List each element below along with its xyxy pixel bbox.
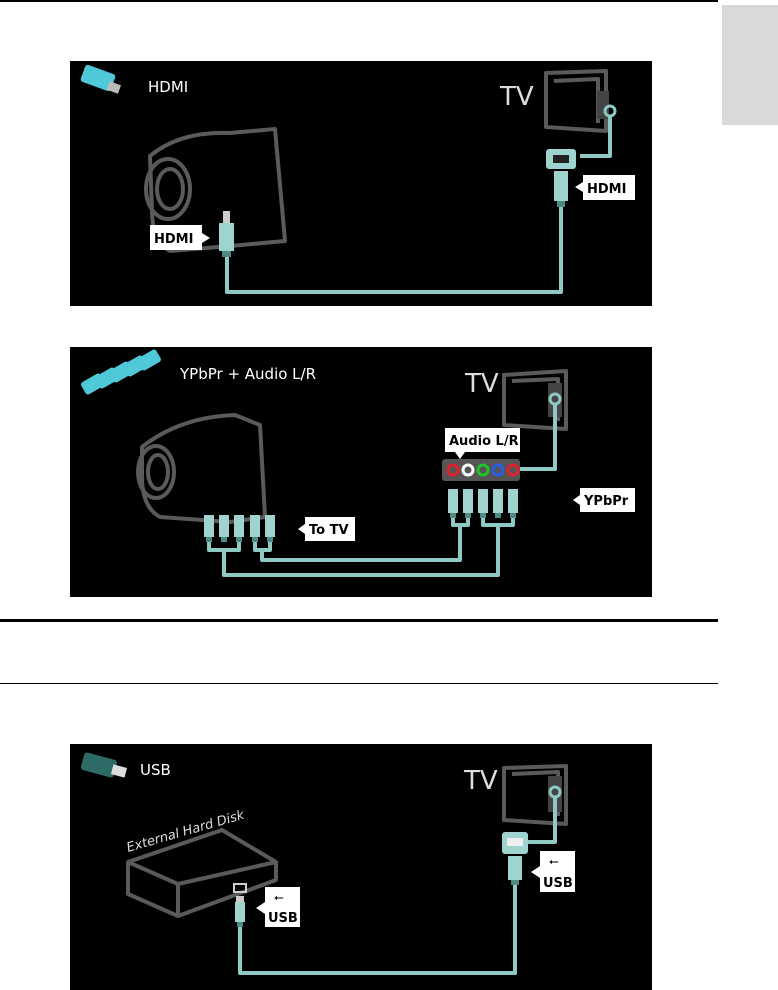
camcorder-rca-plugs bbox=[204, 515, 275, 542]
disk-usb-plug bbox=[235, 896, 245, 927]
tv-icon bbox=[502, 764, 568, 826]
tv-usb-port bbox=[502, 832, 528, 885]
tv-rca-plugs bbox=[448, 489, 518, 518]
tv-icon bbox=[544, 69, 617, 133]
tv-av-jacks bbox=[446, 463, 520, 477]
tv-port-callout bbox=[575, 175, 635, 200]
tv-port-label: HDMI bbox=[587, 182, 626, 197]
av-jack bbox=[476, 463, 490, 477]
av-jack bbox=[461, 463, 475, 477]
tv-label: TV bbox=[464, 369, 499, 399]
tv-usb-callout bbox=[531, 851, 575, 892]
av-jack bbox=[506, 463, 520, 477]
subsection-rule bbox=[0, 683, 718, 684]
external-hard-disk-icon bbox=[126, 828, 278, 918]
usb-stick-icon bbox=[80, 752, 128, 778]
ypbpr-callout bbox=[573, 488, 635, 512]
tv-hdmi-port bbox=[546, 149, 576, 207]
tv-audio-label: Audio L/R bbox=[449, 434, 519, 449]
diagram-title: USB bbox=[140, 761, 171, 779]
to-tv-callout bbox=[298, 517, 355, 541]
hdmi-connection-diagram: HDMI TV HDMI HDMI bbox=[70, 61, 652, 306]
camcorder-hdmi-plug bbox=[219, 211, 234, 257]
hdmi-connector-icon bbox=[80, 64, 122, 94]
device-port-label: USB bbox=[268, 911, 298, 926]
device-port-callout bbox=[150, 225, 210, 250]
usb-icon: ⭠ bbox=[549, 854, 559, 868]
top-rule bbox=[0, 0, 718, 2]
section-rule bbox=[0, 619, 718, 622]
device-port-label: To TV bbox=[309, 523, 349, 538]
component-cable-icon bbox=[81, 349, 161, 395]
device-usb-callout bbox=[256, 887, 300, 927]
diagram-title: YPbPr + Audio L/R bbox=[179, 365, 316, 383]
usb-connection-diagram: USB TV External Hard Disk ⭠ USB ⭠ USB bbox=[70, 744, 652, 990]
camcorder-icon bbox=[136, 413, 267, 524]
tv-port-label: USB bbox=[543, 876, 573, 891]
av-jack bbox=[491, 463, 505, 477]
tv-label: TV bbox=[463, 766, 498, 796]
av-jack bbox=[446, 463, 460, 477]
diagram-title: HDMI bbox=[148, 78, 188, 96]
tv-label: TV bbox=[499, 82, 534, 112]
audio-callout bbox=[445, 428, 520, 459]
tv-video-label: YPbPr bbox=[583, 494, 629, 509]
device-port-label: HDMI bbox=[154, 232, 193, 247]
usb-icon: ⭠ bbox=[274, 890, 284, 904]
ypbpr-audio-connection-diagram: YPbPr + Audio L/R TV Audio L/R YPbPr bbox=[70, 347, 652, 597]
chapter-side-tab bbox=[722, 5, 778, 125]
